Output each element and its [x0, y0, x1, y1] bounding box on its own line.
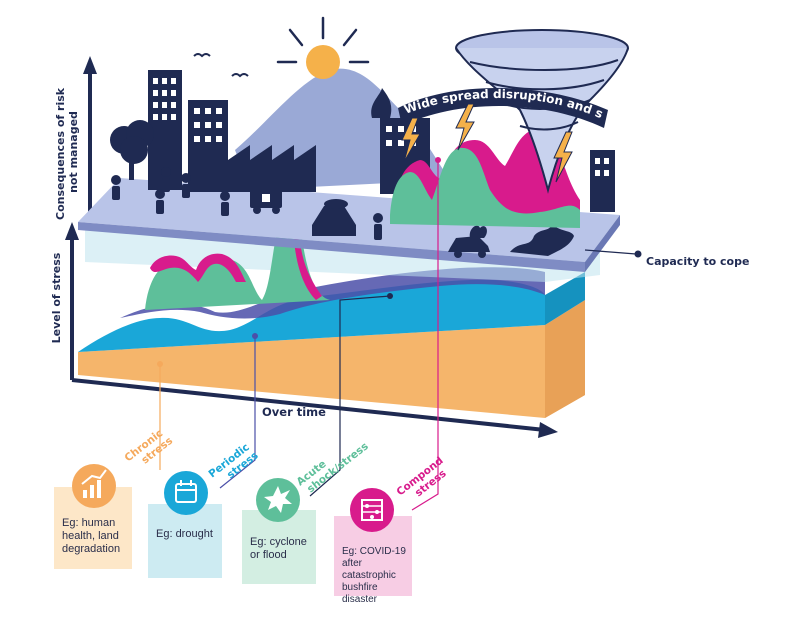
svg-text:Consequences of risk not m: Consequences of risk not managed [54, 84, 80, 220]
consequences-label-line1: Consequences of risk [54, 87, 67, 220]
chronic-example-line1: Eg: human [62, 517, 126, 530]
periodic-card-text: Eg: drought [148, 504, 222, 578]
chronic-card-text: Eg: human health, land degradation [54, 487, 132, 569]
stress-axis-label: Level of stress [50, 252, 63, 343]
chronic-example-line2: health, land [62, 530, 126, 543]
sun-icon [278, 18, 368, 79]
svg-text:Compond stress: Compond stress [394, 452, 455, 507]
acute-example-line1: Eg: cyclone [250, 536, 310, 549]
tree-icon [110, 120, 154, 180]
chronic-example-line3: degradation [62, 543, 126, 556]
compond-example-line2: after catastrophic [342, 558, 406, 582]
svg-text:Periodic stress: Periodic stress [206, 439, 262, 490]
compond-card-text: Eg: COVID-19 after catastrophic bushfire… [334, 516, 412, 596]
periodic-example-line1: Eg: drought [156, 528, 216, 541]
compond-example-line3: bushfire disaster [342, 582, 406, 606]
svg-text:Chronic stress: Chronic stress [122, 425, 175, 474]
acute-card-text: Eg: cyclone or flood [242, 510, 316, 584]
svg-text:Acute shock/stress: Acute shock/stress [294, 431, 370, 498]
consequences-label-line2: not managed [67, 111, 80, 193]
capacity-label: Capacity to cope [646, 255, 749, 268]
compond-example-line1: Eg: COVID-19 [342, 546, 406, 558]
time-axis-label: Over time [262, 405, 326, 419]
acute-example-line2: or flood [250, 549, 310, 562]
birds-icon [194, 54, 248, 76]
